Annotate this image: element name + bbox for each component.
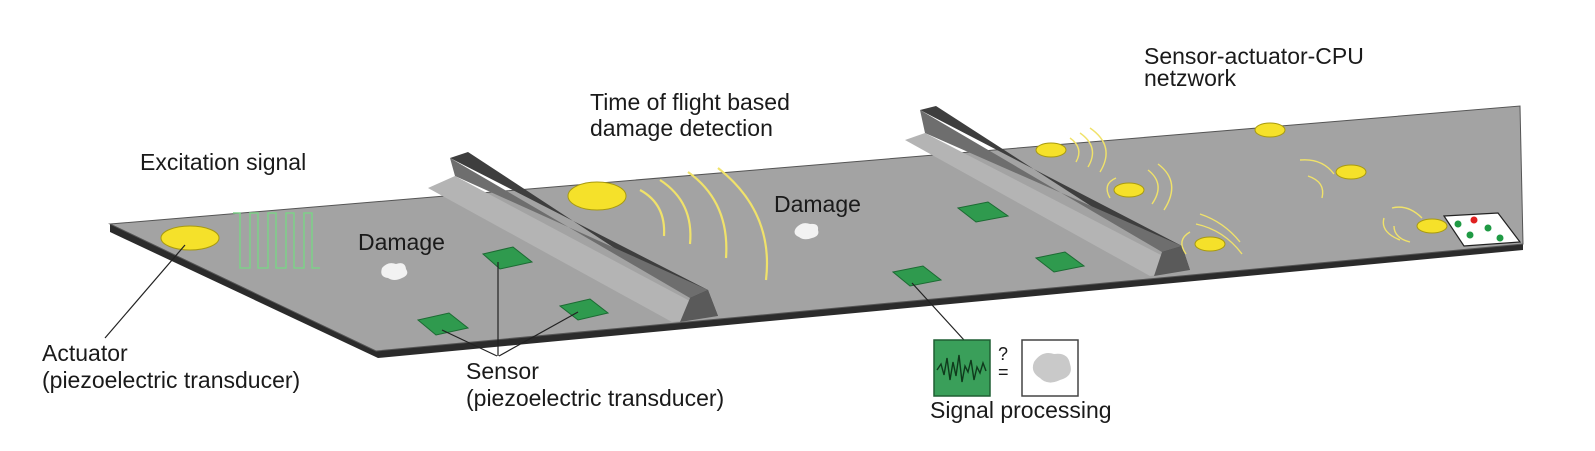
network-transducers [1035,122,1448,252]
compare-equals-sign: = [998,362,1009,382]
label-sensor-1: Sensor [466,358,539,384]
label-time-of-flight-2: damage detection [590,115,773,141]
label-actuator-1: Actuator [42,340,128,366]
label-network-1: Sensor-actuator-CPU [1144,43,1364,69]
excitation-signal-wave [233,212,320,269]
label-damage-left: Damage [358,229,445,255]
label-signal-processing: Signal processing [930,397,1112,423]
compare-question-mark: ? [998,344,1008,364]
actuator-transducer [160,225,220,251]
label-sensor-2: (piezoelectric transducer) [466,385,724,411]
label-network-2: netzwork [1144,65,1237,91]
signal-box [933,339,991,397]
signal-waveform [936,354,987,383]
cpu-module [1442,212,1522,247]
damage-spot-left [381,263,408,280]
sensor-leader-lines [441,262,579,357]
label-time-of-flight-1: Time of flight based [590,89,790,115]
damage-spot-middle [794,223,819,240]
damage-image-box [1021,339,1079,397]
network-wave-arcs [1069,127,1423,255]
stiffener-right [905,106,1190,276]
label-excitation-signal: Excitation signal [140,149,306,175]
wave-fronts-middle [639,167,768,281]
label-actuator-2: (piezoelectric transducer) [42,367,300,393]
signal-leader-line [911,282,965,341]
actuator-leader-line [104,244,186,339]
sensor-group-middle [891,201,1086,287]
stiffener-left [428,152,718,322]
label-damage-middle: Damage [774,191,861,217]
actuator-middle [567,181,627,211]
